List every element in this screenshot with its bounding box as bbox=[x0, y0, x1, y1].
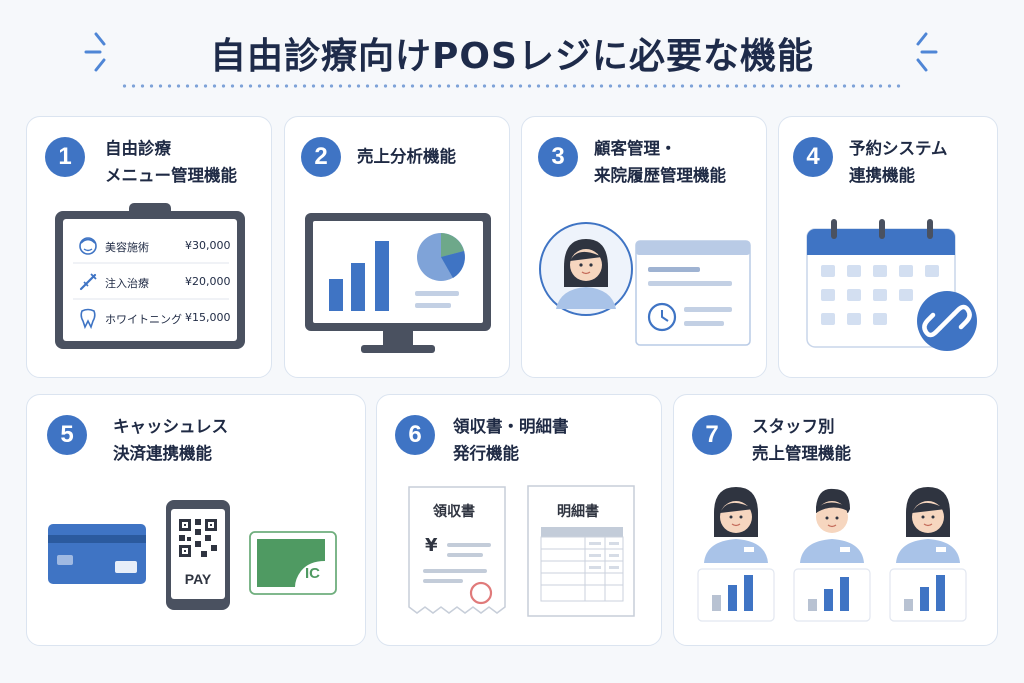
card-reservation-integration: 4 予約システム 連携機能 bbox=[778, 116, 998, 378]
card-number: 4 bbox=[793, 137, 833, 177]
clipboard-illustration bbox=[55, 203, 245, 349]
card-title: 顧客管理・ 来院履歴管理機能 bbox=[594, 135, 726, 189]
sparkle-left-icon bbox=[84, 32, 106, 72]
tooth-icon bbox=[80, 308, 96, 329]
qr-pay-label: PAY bbox=[184, 571, 212, 587]
card-title: キャッシュレス 決済連携機能 bbox=[113, 413, 228, 467]
menu-item-price: ¥30,000 bbox=[185, 239, 231, 252]
ic-card-label: IC bbox=[305, 565, 320, 582]
receipt-icon bbox=[408, 486, 506, 614]
menu-item-price: ¥15,000 bbox=[185, 311, 231, 324]
statement-label: 明細書 bbox=[557, 504, 599, 520]
page-title: 自由診療向けPOSレジに必要な機能 bbox=[210, 36, 814, 77]
title-area: 自由診療向けPOSレジに必要な機能 bbox=[0, 18, 1024, 88]
card-title-line: 売上管理機能 bbox=[752, 444, 851, 463]
card-sales-analysis: 2 売上分析機能 bbox=[284, 116, 510, 378]
monitor-chart-icon bbox=[305, 213, 491, 353]
card-title-line: メニュー管理機能 bbox=[105, 166, 237, 185]
card-title: 領収書・明細書 発行機能 bbox=[453, 413, 569, 467]
credit-card-icon bbox=[48, 524, 146, 584]
receipt-label: 領収書 bbox=[433, 504, 475, 520]
card-title-line: 決済連携機能 bbox=[113, 444, 212, 463]
staff-male-icon bbox=[793, 488, 871, 622]
card-title-line: 来院履歴管理機能 bbox=[594, 166, 726, 185]
staff-female-icon bbox=[697, 487, 775, 622]
menu-item-name: 注入治療 bbox=[105, 277, 149, 290]
calendar-link-icon bbox=[806, 219, 977, 351]
card-customer-management: 3 顧客管理・ 来院履歴管理機能 bbox=[521, 116, 767, 378]
card-menu-management: 1 自由診療 メニュー管理機能 美容施術 ¥30,000 注入治療 ¥20,00… bbox=[26, 116, 272, 378]
face-icon bbox=[79, 237, 97, 255]
menu-item-name: ホワイトニング bbox=[105, 313, 182, 326]
card-title-line: 連携機能 bbox=[849, 166, 915, 185]
statement-icon bbox=[527, 485, 635, 617]
card-title-line: 自由診療 bbox=[105, 139, 171, 158]
menu-item-name: 美容施術 bbox=[105, 241, 149, 254]
card-number: 6 bbox=[395, 415, 435, 455]
card-title-line: 予約システム bbox=[849, 139, 948, 158]
menu-item-price: ¥20,000 bbox=[185, 275, 231, 288]
yen-symbol: ¥ bbox=[425, 535, 438, 556]
card-staff-sales: 7 スタッフ別 売上管理機能 bbox=[673, 394, 998, 646]
card-title: スタッフ別 売上管理機能 bbox=[752, 413, 851, 467]
card-title: 予約システム 連携機能 bbox=[849, 135, 948, 189]
ic-card-icon bbox=[249, 531, 337, 595]
smartphone-qr-icon bbox=[166, 500, 230, 610]
card-title: 売上分析機能 bbox=[357, 143, 456, 170]
card-number: 5 bbox=[47, 415, 87, 455]
syringe-icon bbox=[79, 273, 97, 291]
card-number: 3 bbox=[538, 137, 578, 177]
card-receipt-issuance: 6 領収書・明細書 発行機能 領収書 ¥ 明細書 bbox=[376, 394, 662, 646]
card-title-line: 売上分析機能 bbox=[357, 147, 456, 166]
card-number: 7 bbox=[692, 415, 732, 455]
card-number: 2 bbox=[301, 137, 341, 177]
card-number: 1 bbox=[45, 137, 85, 177]
title-divider bbox=[120, 84, 904, 88]
card-title-line: 発行機能 bbox=[453, 444, 519, 463]
card-title: 自由診療 メニュー管理機能 bbox=[105, 135, 237, 189]
card-cashless-payment: 5 キャッシュレス 決済連携機能 PAY IC bbox=[26, 394, 366, 646]
sparkle-right-icon bbox=[916, 32, 938, 72]
card-title-line: キャッシュレス bbox=[113, 417, 229, 436]
card-title-line: スタッフ別 bbox=[752, 417, 835, 436]
card-title-line: 領収書・明細書 bbox=[453, 417, 569, 436]
staff-female-icon bbox=[889, 487, 967, 622]
card-title-line: 顧客管理・ bbox=[594, 139, 677, 158]
customer-profile-icon bbox=[539, 222, 751, 346]
